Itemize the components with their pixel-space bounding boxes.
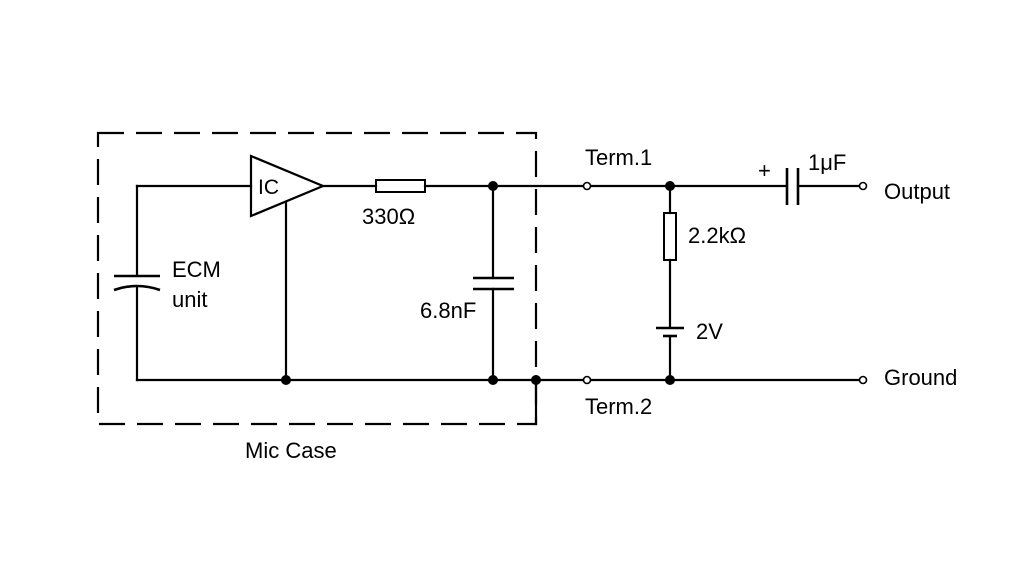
capacitor-polarity-label: + — [758, 158, 771, 183]
junction-dot — [488, 375, 498, 385]
resistor-330 — [375, 179, 426, 193]
terminal-1-label: Term.1 — [585, 145, 652, 170]
resistor-2-2k — [663, 212, 677, 261]
junction-dot — [665, 375, 675, 385]
terminal-2-label: Term.2 — [585, 394, 652, 419]
ecm-unit — [113, 184, 161, 382]
mic-case-label: Mic Case — [245, 438, 337, 463]
capacitor-6-8nf-label: 6.8nF — [420, 298, 476, 323]
junction-dot — [665, 181, 675, 191]
resistor-2-2k-label: 2.2kΩ — [688, 223, 746, 248]
mic-case-outline — [96, 131, 538, 426]
resistor-330-label: 330Ω — [362, 204, 415, 229]
junction-dot — [488, 181, 498, 191]
terminal-1-node — [582, 181, 592, 191]
ecm-unit-label: unit — [172, 287, 207, 312]
battery-2v — [656, 326, 684, 338]
terminal-2-node — [582, 375, 592, 385]
battery-2v-label: 2V — [696, 319, 723, 344]
capacitor-6-8nf — [473, 184, 514, 382]
junction-dot — [531, 375, 541, 385]
output-label: Output — [884, 179, 950, 204]
ecm-label: ECM — [172, 257, 221, 282]
output-terminal — [858, 181, 868, 191]
ground-terminal — [858, 375, 868, 385]
ic-label: IC — [258, 176, 279, 199]
junction-dot — [281, 375, 291, 385]
capacitor-1uf — [785, 168, 800, 205]
capacitor-1uf-label: 1μF — [808, 150, 846, 175]
ground-label: Ground — [884, 365, 957, 390]
